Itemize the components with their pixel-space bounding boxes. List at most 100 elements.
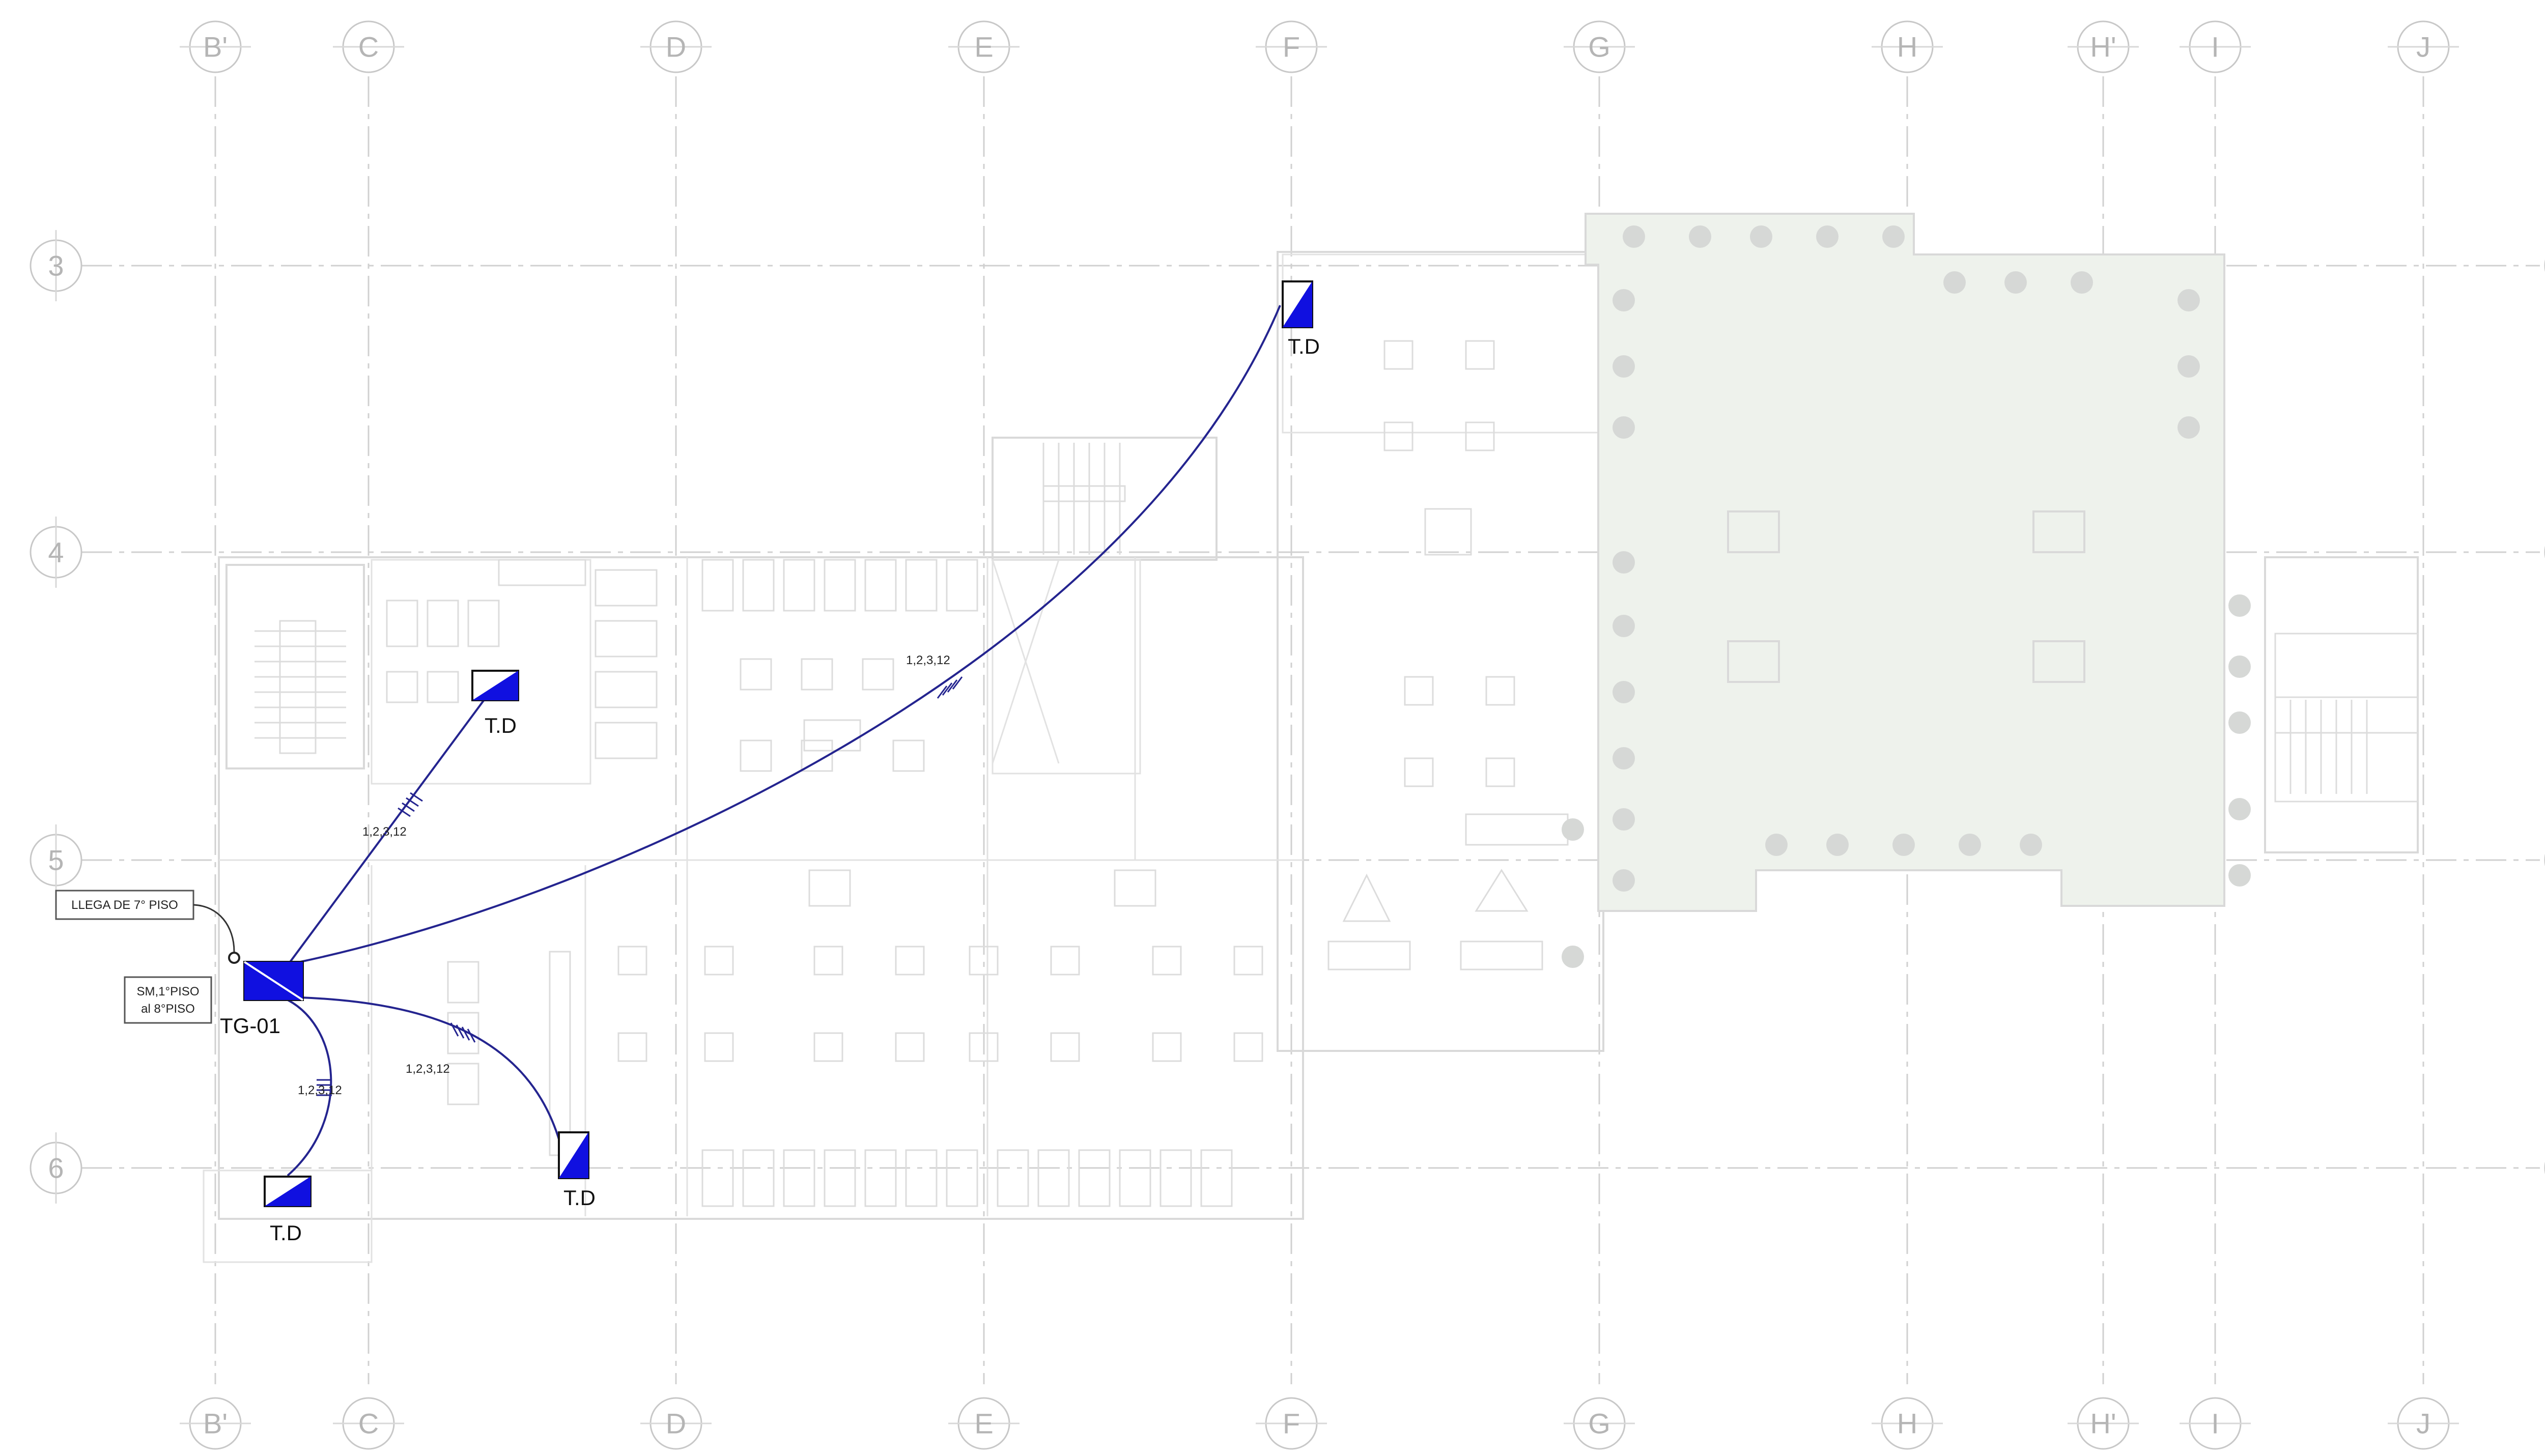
- building-outline-north-block: [1277, 251, 1604, 1052]
- east-stair-core: [2264, 556, 2419, 853]
- bubble-label: I: [2211, 31, 2219, 63]
- bubble-top-f: F: [1256, 20, 1327, 73]
- bubble-label: J: [2416, 1408, 2430, 1440]
- td-panel-north-label: T.D: [1288, 334, 1320, 358]
- panel-fill: [265, 1177, 310, 1206]
- bubble-left-4: 4: [30, 517, 82, 588]
- roof-skylight-4: [2032, 640, 2085, 683]
- dining-tables-north-hall: [740, 658, 925, 772]
- bubble-top-c: C: [333, 20, 404, 73]
- terrace-tables: [1327, 340, 1569, 970]
- bubble-label: 6: [48, 1152, 64, 1184]
- bubble-bottom-e: E: [948, 1397, 1020, 1450]
- ticks-feeder-north: [937, 676, 963, 699]
- td-panel-kitchen[interactable]: [558, 1131, 589, 1179]
- bubble-left-3: 3: [30, 230, 82, 301]
- bubble-label: I: [2211, 1408, 2219, 1440]
- main-panel[interactable]: [243, 961, 304, 1001]
- bubble-top-b-prime: B': [180, 20, 251, 73]
- panel-fill: [559, 1132, 588, 1178]
- bubble-top-h: H: [1872, 20, 1943, 73]
- circuit-label-kitchen: 1,2,3,12: [406, 1062, 450, 1076]
- td-panel-kitchen-label: T.D: [563, 1186, 596, 1210]
- bubble-bottom-j: J: [2388, 1397, 2459, 1450]
- td-panel-toilets-label: T.D: [485, 713, 517, 737]
- green-roof: [1585, 213, 2225, 912]
- bubble-bottom-i: I: [2180, 1397, 2251, 1450]
- architectural-background: [203, 213, 2419, 1263]
- riser-note-line1: SM,1°PISO: [137, 985, 200, 998]
- bubble-top-h-prime: H': [2068, 20, 2139, 73]
- bubble-label: E: [974, 31, 993, 63]
- bubble-label: E: [974, 1408, 993, 1440]
- ticks-feeder-toilets: [398, 792, 423, 817]
- main-panel-label: TG-01: [220, 1014, 280, 1038]
- elevator-cross-2: [992, 559, 1060, 764]
- bubble-label: 4: [48, 536, 64, 568]
- column-bubbles-bottom: B' C D E F G H H' I J: [180, 1397, 2459, 1450]
- bubble-bottom-d: D: [640, 1397, 712, 1450]
- circuit-label-south: 1,2,3,12: [298, 1083, 342, 1097]
- bubble-label: H': [2090, 31, 2116, 63]
- bubble-bottom-h-prime: H': [2068, 1397, 2139, 1450]
- toilet-fixtures: [386, 559, 658, 759]
- bubble-label: B': [203, 31, 228, 63]
- circuit-label-toilets: 1,2,3,12: [362, 825, 407, 839]
- bubble-label: F: [1283, 1408, 1300, 1440]
- bubble-label: G: [1588, 31, 1610, 63]
- td-panel-south[interactable]: [264, 1176, 312, 1207]
- arrival-leader: [193, 904, 235, 952]
- bubble-bottom-h: H: [1872, 1397, 1943, 1450]
- riser-note: SM,1°PISO al 8°PISO: [124, 976, 212, 1024]
- bubble-bottom-b-prime: B': [180, 1397, 251, 1450]
- bubble-label: C: [358, 31, 379, 63]
- bubble-left-6: 6: [30, 1132, 82, 1204]
- bubble-label: J: [2416, 31, 2430, 63]
- dining-tables-south-hall: [617, 869, 1263, 1062]
- booth-seating-south: [701, 1149, 1233, 1207]
- bubble-bottom-c: C: [333, 1397, 404, 1450]
- bubble-label: D: [666, 1408, 686, 1440]
- west-stair-core: [225, 564, 365, 769]
- roof-skylight-3: [1727, 640, 1780, 683]
- bubble-top-e: E: [948, 20, 1020, 73]
- feeder-to-td-south: [282, 996, 332, 1177]
- bubble-label: 5: [48, 844, 64, 876]
- bubble-label: 3: [48, 250, 64, 282]
- roof-skylight-2: [2032, 510, 2085, 553]
- circuit-label-north: 1,2,3,12: [906, 653, 950, 667]
- bubble-left-5: 5: [30, 824, 82, 896]
- riser-note-line2: al 8°PISO: [141, 1002, 195, 1016]
- north-terrace-outline: [1282, 253, 1599, 434]
- bubble-label: G: [1588, 1408, 1610, 1440]
- central-stair-treads: [1042, 443, 1126, 555]
- building-outline-west: [218, 556, 1304, 1220]
- feeder-to-td-kitchen: [300, 996, 561, 1143]
- green-roof-plants: [1562, 225, 2251, 968]
- bubble-label: D: [666, 31, 686, 63]
- feeders: [282, 305, 1281, 1177]
- bubble-label: C: [358, 1408, 379, 1440]
- west-stair-treads: [254, 620, 346, 754]
- feeder-to-td-toilets: [289, 696, 487, 963]
- ticks-feeder-kitchen: [450, 1022, 476, 1043]
- column-bubbles-top: B' C D E F G H H' I J: [180, 20, 2459, 73]
- td-panel-south-label: T.D: [270, 1221, 302, 1245]
- td-panel-toilets[interactable]: [471, 670, 519, 701]
- bubble-bottom-f: F: [1256, 1397, 1327, 1450]
- ticks-feeder-south: [317, 1079, 332, 1096]
- bubble-bottom-g: G: [1564, 1397, 1635, 1450]
- roof-skylight-1: [1727, 510, 1780, 553]
- td-panel-north[interactable]: [1282, 280, 1313, 328]
- bubble-label: H: [1897, 31, 1917, 63]
- panel-fill: [472, 671, 518, 700]
- row-bubbles-left: 3 4 5 6: [30, 230, 82, 1204]
- feeder-to-td-north: [300, 305, 1281, 963]
- bubble-label: B': [203, 1408, 228, 1440]
- booth-seating-north: [701, 559, 978, 612]
- elevator-shaft: [992, 559, 1141, 775]
- panel-fill: [1283, 281, 1312, 327]
- east-stair-treads: [2274, 633, 2419, 803]
- bubble-label: H: [1897, 1408, 1917, 1440]
